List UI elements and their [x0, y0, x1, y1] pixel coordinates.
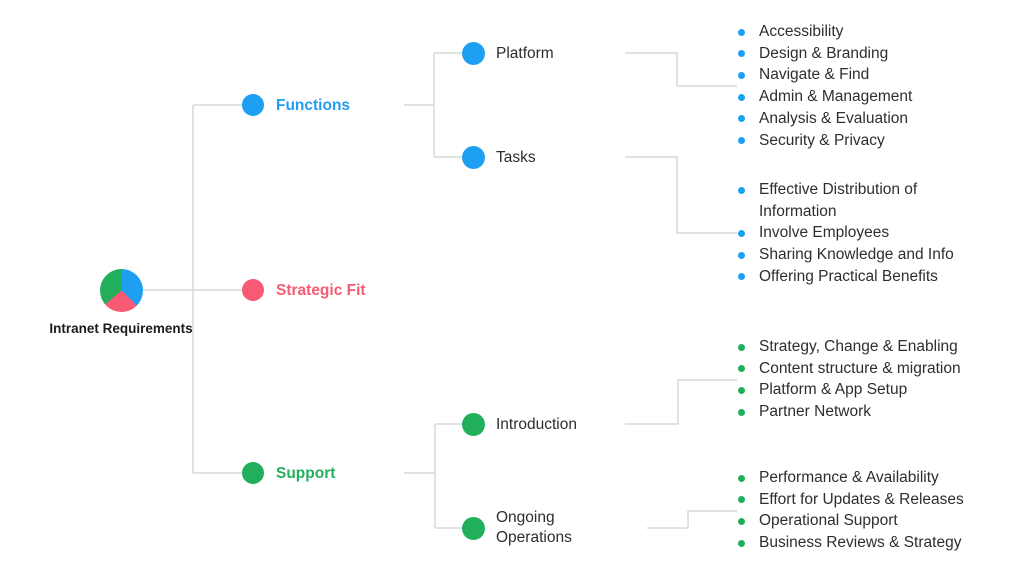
root-pie-icon	[100, 269, 143, 312]
bullet-icon	[738, 365, 745, 373]
list-item-label: Content structure & migration	[759, 359, 961, 377]
root-label: Intranet Requirements	[49, 321, 193, 336]
bullet-icon	[738, 229, 745, 237]
list-item: Offering Practical Benefits	[738, 266, 990, 288]
connector-ongoing-to-list	[647, 510, 737, 529]
list-item-label: Design & Branding	[759, 44, 889, 62]
branch-label-functions: Functions	[276, 97, 351, 114]
node-label-tasks: Tasks	[496, 149, 536, 166]
node-label-ongoing-operations: Ongoing Operations	[496, 509, 572, 546]
list-item-label: Involve Employees	[759, 224, 890, 242]
list-item: Analysis & Evaluation	[738, 108, 990, 130]
bullet-icon	[738, 186, 745, 194]
connector-functions-subtree	[404, 52, 473, 158]
list-item: Partner Network	[738, 401, 990, 423]
connector-introduction-to-list	[625, 379, 737, 425]
bullet-icon	[738, 539, 745, 547]
list-item: Accessibility	[738, 21, 990, 43]
bullet-icon	[738, 386, 745, 394]
list-item: Strategy, Change & Enabling	[738, 336, 990, 358]
list-item-label: Navigate & Find	[759, 66, 870, 84]
bullet-icon	[738, 474, 745, 482]
list-item: Security & Privacy	[738, 130, 990, 152]
bullet-icon	[738, 273, 745, 281]
bullet-icon	[738, 517, 745, 525]
bullet-icon	[738, 28, 745, 36]
list-item-label: Admin & Management	[759, 88, 913, 106]
node-label-platform: Platform	[496, 45, 554, 62]
branch-label-strategic-fit: Strategic Fit	[276, 282, 366, 299]
strategic-fit-dot-icon	[242, 279, 264, 301]
list-item: Navigate & Find	[738, 64, 990, 86]
bullet-icon	[738, 115, 745, 123]
bullet-icon	[738, 251, 745, 259]
list-item: Sharing Knowledge and Info	[738, 244, 990, 266]
list-item-label: Effective Distribution of Information	[759, 181, 918, 220]
list-item: Platform & App Setup	[738, 379, 990, 401]
bullet-icon	[738, 93, 745, 101]
list-item-label: Strategy, Change & Enabling	[759, 338, 958, 355]
bullet-icon	[738, 343, 745, 351]
ongoing-operations-dot-icon	[462, 517, 485, 540]
list-item: Involve Employees	[738, 222, 990, 244]
list-item-label: Operational Support	[759, 512, 898, 530]
list-item: Design & Branding	[738, 43, 990, 65]
list-item-label: Effort for Updates & Releases	[759, 490, 964, 508]
platform-dot-icon	[462, 42, 485, 65]
connector-platform-to-list	[625, 52, 737, 87]
functions-dot-icon	[242, 94, 264, 116]
list-item-label: Business Reviews & Strategy	[759, 534, 962, 552]
list-item-label: Partner Network	[759, 403, 871, 421]
list-item-label: Sharing Knowledge and Info	[759, 246, 954, 264]
node-label-introduction: Introduction	[496, 416, 577, 433]
connector-support-subtree	[404, 423, 473, 529]
list-item-label: Offering Practical Benefits	[759, 267, 938, 285]
tasks-dot-icon	[462, 146, 485, 169]
branch-label-support: Support	[276, 465, 336, 482]
list-item: Admin & Management	[738, 86, 990, 108]
list-item-label: Performance & Availability	[759, 469, 939, 486]
list-item-label: Security & Privacy	[759, 131, 885, 149]
list-item-label: Accessibility	[759, 23, 844, 40]
introduction-dot-icon	[462, 413, 485, 436]
bullet-icon	[738, 496, 745, 504]
bullet-icon	[738, 408, 745, 416]
list-item-label: Analysis & Evaluation	[759, 109, 909, 127]
bullet-icon	[738, 137, 745, 145]
list-item: Effort for Updates & Releases	[738, 489, 990, 511]
list-item-label: Platform & App Setup	[759, 381, 908, 399]
list-item: Business Reviews & Strategy	[738, 532, 990, 554]
connector-tasks-to-list	[625, 156, 737, 234]
list-item: Performance & Availability	[738, 467, 990, 489]
list-item: Operational Support	[738, 510, 990, 532]
bullet-icon	[738, 71, 745, 79]
list-item: Effective Distribution of Information	[738, 179, 990, 222]
support-dot-icon	[242, 462, 264, 484]
list-item: Content structure & migration	[738, 358, 990, 380]
bullet-icon	[738, 50, 745, 58]
